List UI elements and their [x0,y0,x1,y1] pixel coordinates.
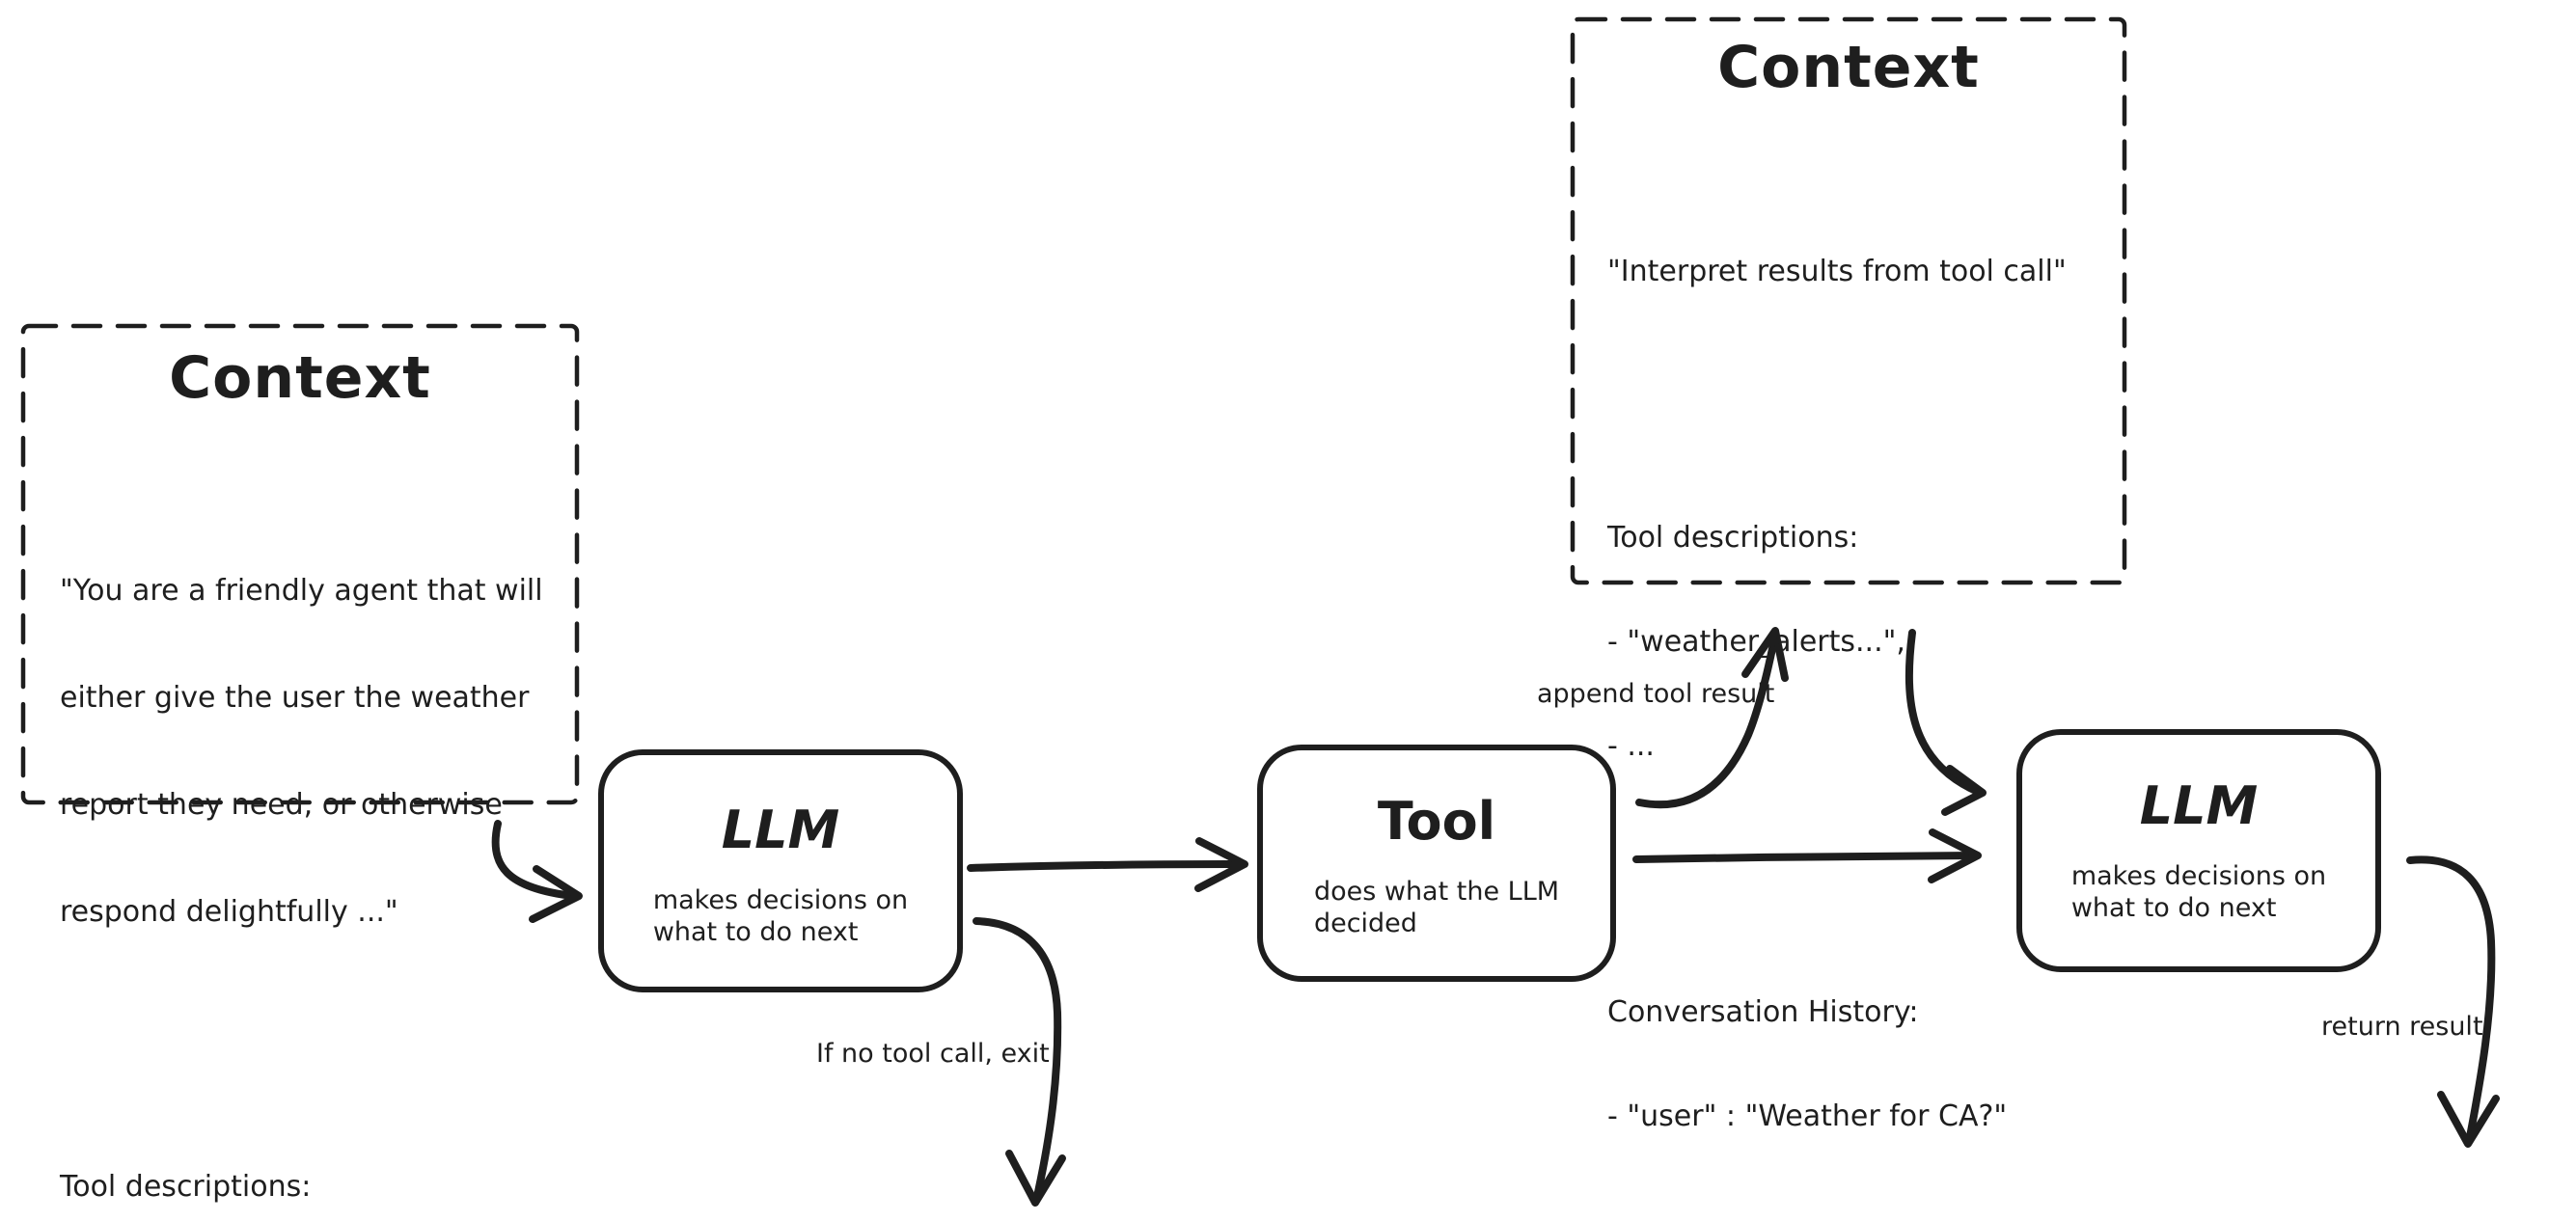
arrowhead-tool-to-context-right [1741,627,1789,682]
context-left-paragraph: "You are a friendly agent that will eith… [60,502,558,1001]
llm2-subtitle: makes decisions on what to do next [2071,860,2326,924]
arrow-llm1-to-tool [967,860,1245,872]
context-line: - "weather_alerts...", [1607,625,1905,659]
context-left-box: Context "You are a friendly agent that w… [23,326,577,1204]
tool-node: Tool does what the LLM decided [1257,745,1616,982]
llm2-title: LLM [2139,775,2259,836]
tool-subtitle-line: decided [1313,909,1417,938]
llm1-subtitle: makes decisions on what to do next [653,884,908,948]
llm1-title: LLM [721,800,840,860]
context-line: - ... [1607,729,1655,763]
tool-title: Tool [1377,791,1496,852]
arrow-llm2-return [2406,855,2496,1146]
context-line: "You are a friendly agent that will [60,574,543,608]
context-right-box: Context "Interpret results from tool cal… [1573,19,2124,1133]
llm1-subtitle-line: what to do next [652,917,859,947]
llm2-subtitle-line: what to do next [2070,893,2277,923]
context-right-paragraph: Conversation History: - "user" : "Weathe… [1607,926,2109,1204]
arrowhead-context-right-to-llm2 [1941,765,1987,816]
tool-subtitle: does what the LLM decided [1314,876,1559,939]
llm2-subtitle-line: makes decisions on [2070,861,2327,891]
context-right-title: Context [1717,34,1980,101]
arrowhead-llm2-return [2437,1091,2500,1148]
if-no-tool-call-exit-label: If no tool call, exit [816,1039,1050,1069]
context-left-border [20,323,580,805]
context-line: Tool descriptions: [1607,521,1859,555]
context-line: either give the user the weather [60,681,530,715]
context-right-paragraph: Tool descriptions: - "weather_alerts..."… [1607,451,2109,833]
context-line: Tool descriptions: [60,1170,312,1204]
context-right-border [1570,16,2127,585]
arrowhead-context-left-to-llm1 [529,865,583,923]
arrowhead-tool-to-llm2 [1928,828,1982,883]
context-line: respond delightfully ..." [60,895,398,929]
llm1-subtitle-line: makes decisions on [652,885,909,915]
arrow-llm1-exit [973,917,1062,1205]
context-left-title: Context [169,344,431,412]
arrowhead-llm1-to-tool [1194,837,1248,892]
arrow-context-left-to-llm1 [491,820,577,900]
context-line: report they need, or otherwise [60,788,503,822]
arrow-tool-to-context-right [1635,631,1779,809]
llm1-node: LLM makes decisions on what to do next [598,749,963,992]
arrow-context-right-to-llm2 [1905,629,1982,796]
context-line: "Interpret results from tool call" [1607,255,2067,288]
return-result-label: return result [2321,1012,2483,1042]
llm2-node: LLM makes decisions on what to do next [2016,729,2381,972]
context-line: Conversation History: [1607,995,1919,1029]
context-right-paragraph: "Interpret results from tool call" [1607,185,2109,359]
context-line: - "user" : "Weather for CA?" [1607,1099,2008,1133]
append-tool-result-label: append tool result [1537,679,1775,709]
tool-subtitle-line: does what the LLM [1313,877,1560,907]
context-left-paragraph: Tool descriptions: - "weather_alerts..."… [60,1098,558,1221]
arrow-tool-to-llm2 [1632,852,1978,863]
arrowhead-llm1-exit [1005,1150,1066,1207]
